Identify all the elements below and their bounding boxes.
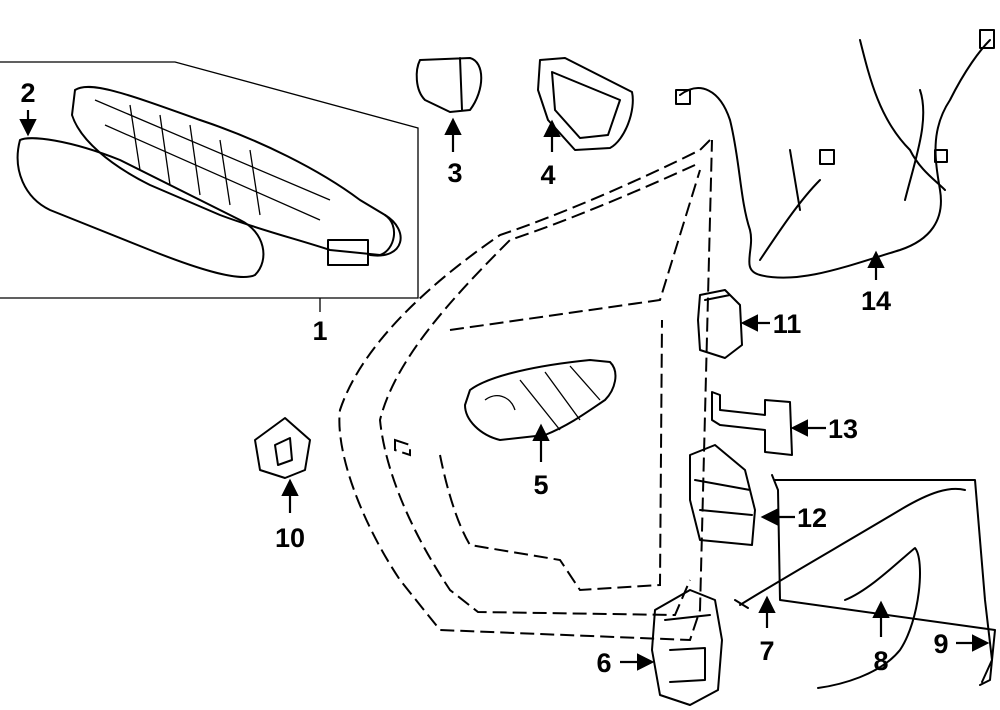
- part-12-striker: [689, 444, 756, 546]
- part-4-bezel: [537, 57, 634, 151]
- part-11-bracket: [697, 289, 743, 359]
- callout-4: 4: [540, 160, 555, 190]
- part-8-cable: [817, 547, 921, 689]
- callout-6: 6: [596, 648, 611, 678]
- callout-8: 8: [873, 646, 888, 676]
- callout-11: 11: [773, 309, 802, 339]
- callout-3: 3: [447, 158, 462, 188]
- door-outline: [338, 139, 713, 642]
- callout-14: 14: [861, 286, 891, 316]
- callout-9: 9: [933, 629, 948, 659]
- callout-arrows: [19, 110, 990, 671]
- callout-13: 13: [828, 414, 858, 444]
- part-1-handle-assembly: [0, 61, 419, 312]
- part-3-cap: [415, 57, 483, 113]
- part-5-inside-handle: [464, 359, 617, 441]
- part-10-clip: [254, 417, 311, 479]
- part-14-wiring-harness: [679, 39, 991, 279]
- callout-10: 10: [275, 523, 305, 553]
- part-13-door-check: [711, 391, 793, 456]
- part-2-handle-cover: [16, 137, 265, 278]
- part-6-door-latch: [651, 589, 723, 706]
- part-7-cable: [734, 487, 966, 609]
- callout-1: 1: [312, 316, 327, 346]
- callout-7: 7: [759, 636, 774, 666]
- callout-12: 12: [797, 503, 827, 533]
- part-1-group-box: [0, 61, 419, 299]
- callout-2: 2: [20, 78, 35, 108]
- callout-5: 5: [533, 470, 548, 500]
